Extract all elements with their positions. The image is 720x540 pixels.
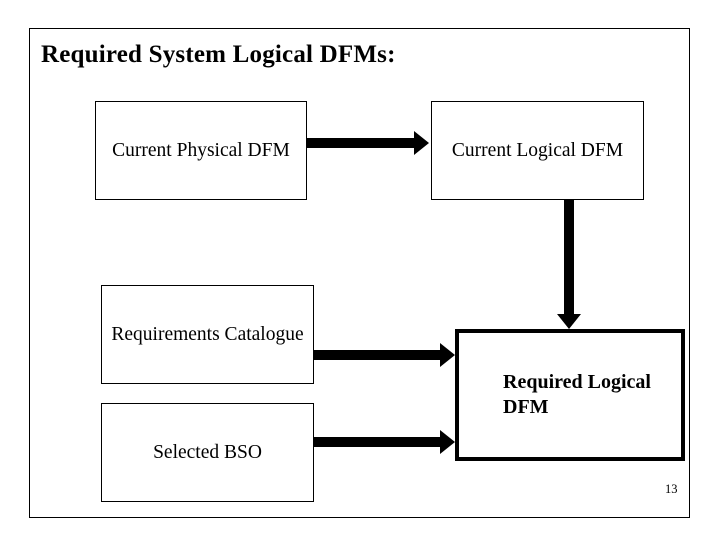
arrow-requirements-to-required-logical: [314, 343, 455, 367]
node-required-logical-dfm[interactable]: Required Logical DFM: [455, 329, 685, 461]
arrowhead-right-icon: [414, 131, 429, 155]
node-current-physical-dfm[interactable]: Current Physical DFM: [95, 101, 307, 200]
node-label: Current Physical DFM: [112, 139, 290, 161]
node-selected-bso[interactable]: Selected BSO: [101, 403, 314, 502]
node-label: Current Logical DFM: [451, 139, 624, 161]
arrowhead-right-icon: [440, 343, 455, 367]
node-label: Requirements Catalogue: [111, 323, 304, 345]
arrowhead-right-icon: [440, 430, 455, 454]
arrow-current-logical-to-required-logical: [557, 200, 581, 329]
page-number: 13: [665, 482, 678, 496]
page-title: Required System Logical DFMs:: [41, 41, 396, 68]
node-current-logical-dfm[interactable]: Current Logical DFM: [431, 101, 644, 200]
node-label: Required Logical DFM: [503, 371, 651, 418]
node-requirements-catalogue[interactable]: Requirements Catalogue: [101, 285, 314, 384]
arrow-selected-bso-to-required-logical: [314, 430, 455, 454]
node-label: Selected BSO: [153, 441, 262, 463]
arrow-current-physical-to-current-logical: [307, 131, 429, 155]
arrowhead-down-icon: [557, 314, 581, 329]
